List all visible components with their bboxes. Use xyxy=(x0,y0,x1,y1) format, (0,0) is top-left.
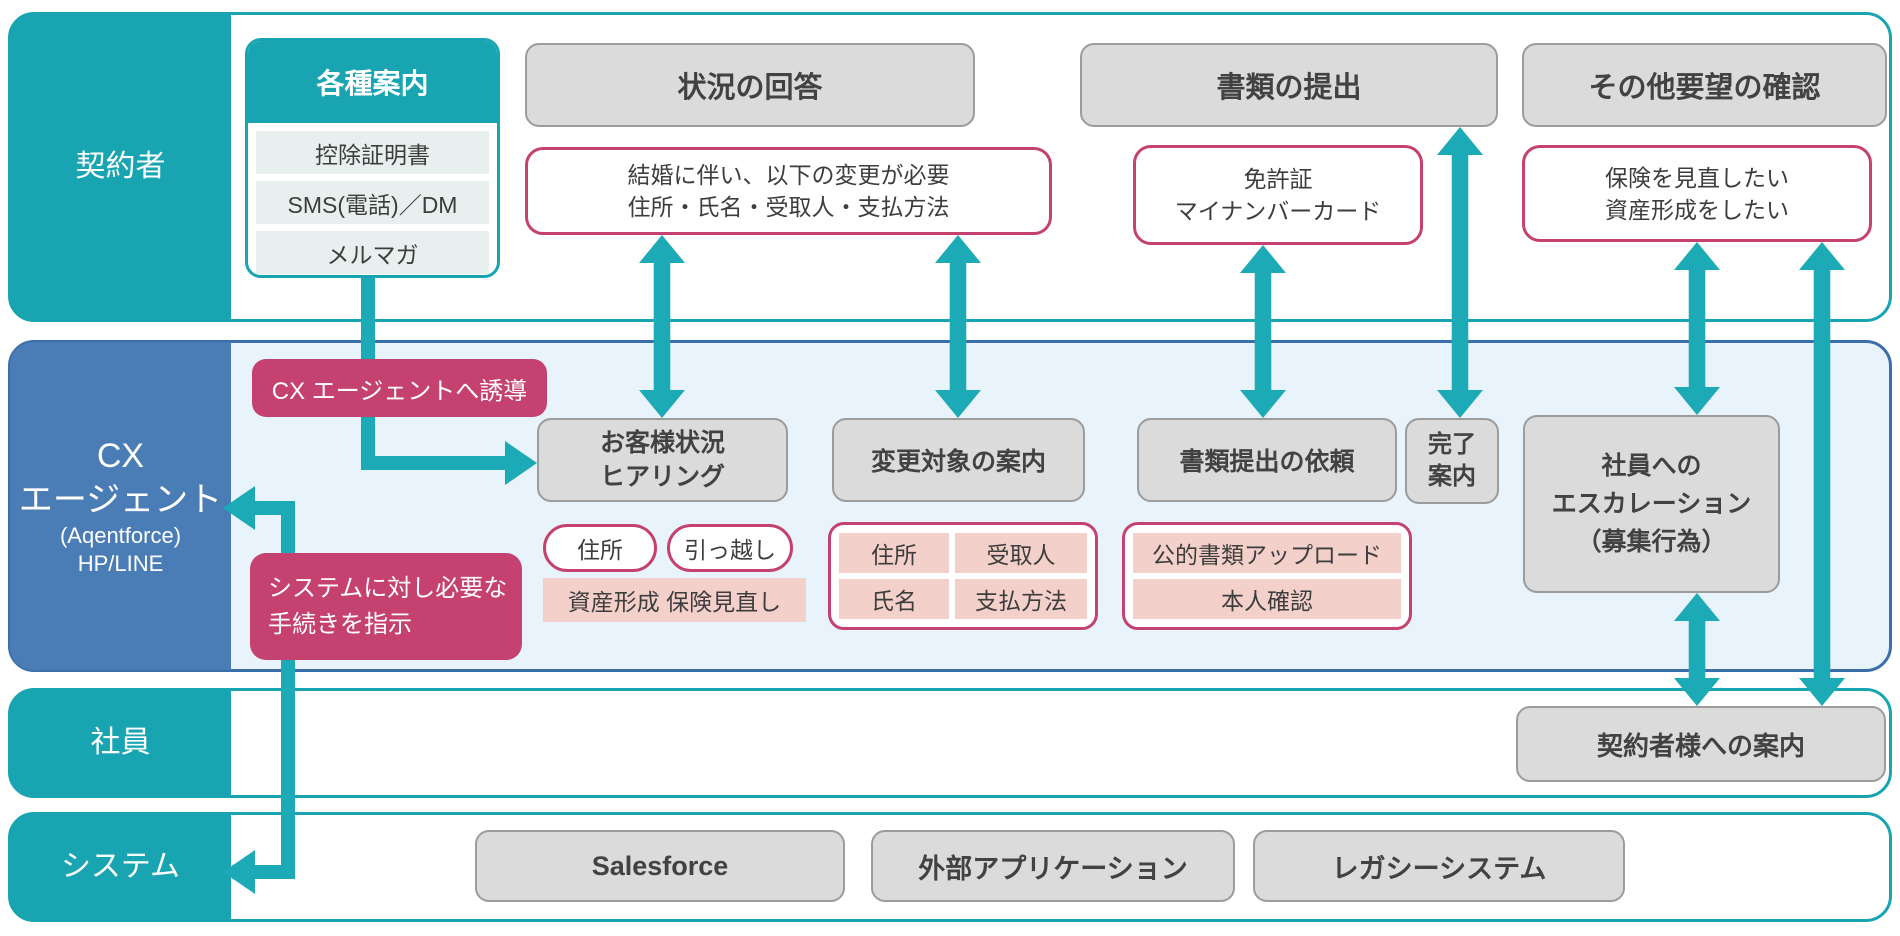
guide-info-box: 各種案内 控除証明書 SMS(電話)／DM メルマガ xyxy=(245,38,500,278)
arrow-documents-to-request xyxy=(1240,245,1286,418)
cx-label-line1: CX xyxy=(96,437,145,475)
lane-employee-label-text: 社員 xyxy=(90,726,151,759)
lane-contractor-label-text: 契約者 xyxy=(75,150,166,183)
note-license-line2: マイナンバーカード xyxy=(1174,198,1382,224)
system-salesforce: Salesforce xyxy=(475,830,845,902)
guide-to-hearing-arrowhead-icon xyxy=(505,441,537,485)
system-external-application: 外部アプリケーション xyxy=(871,830,1235,902)
escalation-line1: 社員への xyxy=(1601,452,1702,480)
escalation-line3: （募集行為） xyxy=(1576,528,1727,556)
note-insurance-line1: 保険を見直したい xyxy=(1605,164,1789,191)
badge-guide-to-cx-agent: CX エージェントへ誘導 xyxy=(252,359,547,417)
instruct-line1: システムに対し必要な xyxy=(268,574,508,602)
system-legacy: レガシーシステム xyxy=(1253,830,1625,902)
instruct-arrowhead-cx-icon xyxy=(223,486,255,530)
instruct-line2: 手続きを指示 xyxy=(268,610,412,638)
hearing-line1: お客様状況 xyxy=(599,429,725,457)
hearing-line2: ヒアリング xyxy=(599,463,725,491)
header-document-submission: 書類の提出 xyxy=(1080,43,1498,127)
note-marriage-line1: 結婚に伴い、以下の変更が必要 xyxy=(627,162,950,188)
process-document-request: 書類提出の依頼 xyxy=(1137,418,1397,502)
header-status-response: 状況の回答 xyxy=(525,43,975,127)
guide-info-title: 各種案内 xyxy=(248,41,497,123)
tag-address-pill: 住所 xyxy=(543,524,657,572)
request-tag-identity-check: 本人確認 xyxy=(1133,579,1401,619)
change-tag-address: 住所 xyxy=(839,533,949,573)
lane-system-label-text: システム xyxy=(60,850,181,883)
note-marriage-changes: 結婚に伴い、以下の変更が必要 住所・氏名・受取人・支払方法 xyxy=(525,147,1052,235)
process-completion-notice: 完了 案内 xyxy=(1405,418,1499,504)
box-guide-to-contractor: 契約者様への案内 xyxy=(1516,706,1886,782)
instruct-arrowhead-system-icon xyxy=(223,850,255,894)
instruct-arrow-top-horizontal xyxy=(255,501,295,515)
note-license-mynumber: 免許証 マイナンバーカード xyxy=(1133,145,1423,245)
completion-line1: 完了 xyxy=(1428,431,1476,458)
guide-to-hearing-arrow-horizontal xyxy=(361,456,505,470)
lane-contractor-label: 契約者 xyxy=(10,14,231,320)
arrow-status-to-change xyxy=(935,235,981,418)
request-tag-official-upload: 公的書類アップロード xyxy=(1133,533,1401,573)
header-other-requests: その他要望の確認 xyxy=(1522,43,1887,127)
process-customer-hearing: お客様状況 ヒアリング xyxy=(537,418,788,502)
guide-item-deduction-certificate: 控除証明書 xyxy=(256,131,489,174)
note-insurance-line2: 資産形成をしたい xyxy=(1605,196,1789,223)
lane-system-label: システム xyxy=(10,814,231,920)
cx-label-sub2: HP/LINE xyxy=(77,551,164,576)
cx-label-line2: エージェント xyxy=(18,481,223,519)
escalation-line2: エスカレーション xyxy=(1551,490,1752,518)
tag-moving-pill: 引っ越し xyxy=(667,524,793,572)
document-request-tag-grid: 公的書類アップロード 本人確認 xyxy=(1122,522,1412,630)
note-insurance-review: 保険を見直したい 資産形成をしたい xyxy=(1522,145,1872,242)
process-employee-escalation: 社員への エスカレーション （募集行為） xyxy=(1523,415,1780,593)
change-tag-beneficiary: 受取人 xyxy=(955,533,1087,573)
note-license-line1: 免許証 xyxy=(1243,166,1313,192)
guide-info-items: 控除証明書 SMS(電話)／DM メルマガ xyxy=(248,123,497,275)
change-tag-name: 氏名 xyxy=(839,579,949,619)
instruct-system-box: システムに対し必要な 手続きを指示 xyxy=(250,553,522,660)
instruct-arrow-bottom-horizontal xyxy=(255,865,295,879)
completion-line2: 案内 xyxy=(1428,463,1476,490)
change-tag-payment-method: 支払方法 xyxy=(955,579,1087,619)
guide-item-mail-magazine: メルマガ xyxy=(256,231,489,274)
process-change-guidance: 変更対象の案内 xyxy=(832,418,1085,502)
guide-item-sms-dm: SMS(電話)／DM xyxy=(256,181,489,224)
arrow-status-to-hearing xyxy=(639,235,685,418)
change-target-tag-grid: 住所 受取人 氏名 支払方法 xyxy=(828,522,1098,630)
tag-asset-insurance-strip: 資産形成 保険見直し xyxy=(543,578,806,622)
note-marriage-line2: 住所・氏名・受取人・支払方法 xyxy=(627,194,950,220)
lane-employee-label: 社員 xyxy=(10,690,231,796)
cx-label-sub1: (Aqentforce) xyxy=(59,523,182,548)
lane-cx-agent-label: CX エージェント (Aqentforce) HP/LINE xyxy=(10,342,231,670)
arrow-other-to-escalation xyxy=(1674,242,1720,415)
